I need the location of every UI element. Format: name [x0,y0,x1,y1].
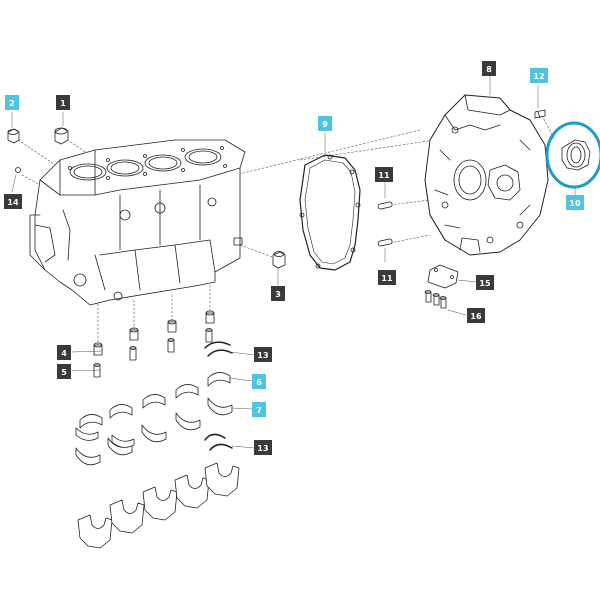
svg-text:11: 11 [381,274,393,283]
plug-part-2 [7,128,20,144]
callout-labels: 1 2 3 4 5 6 7 8 [4,61,584,455]
callout-4: 4 [57,345,71,360]
callout-8: 8 [482,61,496,76]
bearing-shells-upper [79,372,231,429]
svg-text:4: 4 [61,349,67,358]
callout-12: 12 [530,68,548,83]
bearing-shells-lower [75,397,233,466]
svg-text:3: 3 [275,290,281,299]
cover-plate-part-15 [427,264,459,289]
svg-text:1: 1 [60,99,66,108]
callout-leaders [11,75,576,449]
callout-7: 7 [252,402,266,417]
seal-part-10 [561,139,591,171]
dowel-pin-upper [377,201,393,210]
svg-text:14: 14 [7,198,19,207]
svg-text:6: 6 [256,378,262,387]
callout-2: 2 [5,95,19,110]
svg-text:13: 13 [257,444,268,453]
svg-text:13: 13 [257,351,268,360]
bolts-part-16 [424,290,447,309]
thrust-washers-upper [204,341,233,357]
sleeve-part-3 [272,251,286,269]
callout-6: 6 [252,374,266,389]
dowel-pin-lower [377,238,393,247]
plug-part-14 [15,167,21,173]
svg-text:16: 16 [470,312,482,321]
svg-text:10: 10 [569,199,581,208]
svg-text:12: 12 [533,72,544,81]
svg-text:11: 11 [378,171,390,180]
callout-10: 10 [566,195,584,210]
svg-text:7: 7 [256,406,262,415]
callout-14: 14 [4,194,22,209]
callout-11-upper: 11 [375,167,393,182]
svg-text:9: 9 [322,120,328,129]
svg-text:5: 5 [61,368,67,377]
callout-16: 16 [467,308,485,323]
svg-text:15: 15 [479,279,491,288]
callout-9: 9 [318,116,332,131]
bolt-part-12 [534,109,546,119]
flywheel-housing [424,94,549,256]
callout-15: 15 [476,275,494,290]
plug-part-1 [54,127,69,145]
callout-13-lower: 13 [254,440,272,455]
highlight-ring [545,121,600,189]
callout-11-lower: 11 [378,270,396,285]
main-bearing-bolts [93,310,215,378]
callout-1: 1 [56,95,70,110]
gasket-holes [299,154,361,269]
svg-text:2: 2 [9,99,15,108]
cylinder-block [29,139,246,306]
main-bearing-caps [77,462,240,549]
thrust-washers-lower [204,433,233,451]
callout-3: 3 [271,286,285,301]
svg-text:8: 8 [486,65,492,74]
callout-13-upper: 13 [254,347,272,362]
gasket-part-9 [299,154,361,271]
callout-5: 5 [57,364,71,379]
